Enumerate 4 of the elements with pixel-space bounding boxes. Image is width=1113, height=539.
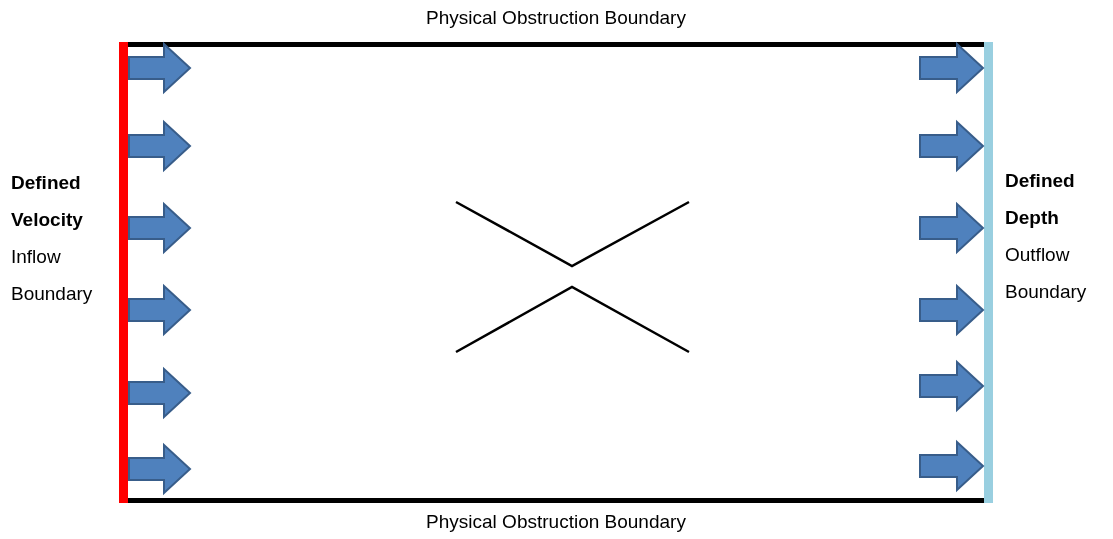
boundary-label: Physical Obstruction Boundary (425, 7, 687, 29)
boundary-condition-label: Defined Depth Outflow Boundary (1005, 169, 1088, 304)
boundary-condition-label: Defined Velocity Inflow Boundary (11, 171, 94, 306)
boundary-label: Physical Obstruction Boundary (425, 511, 687, 533)
